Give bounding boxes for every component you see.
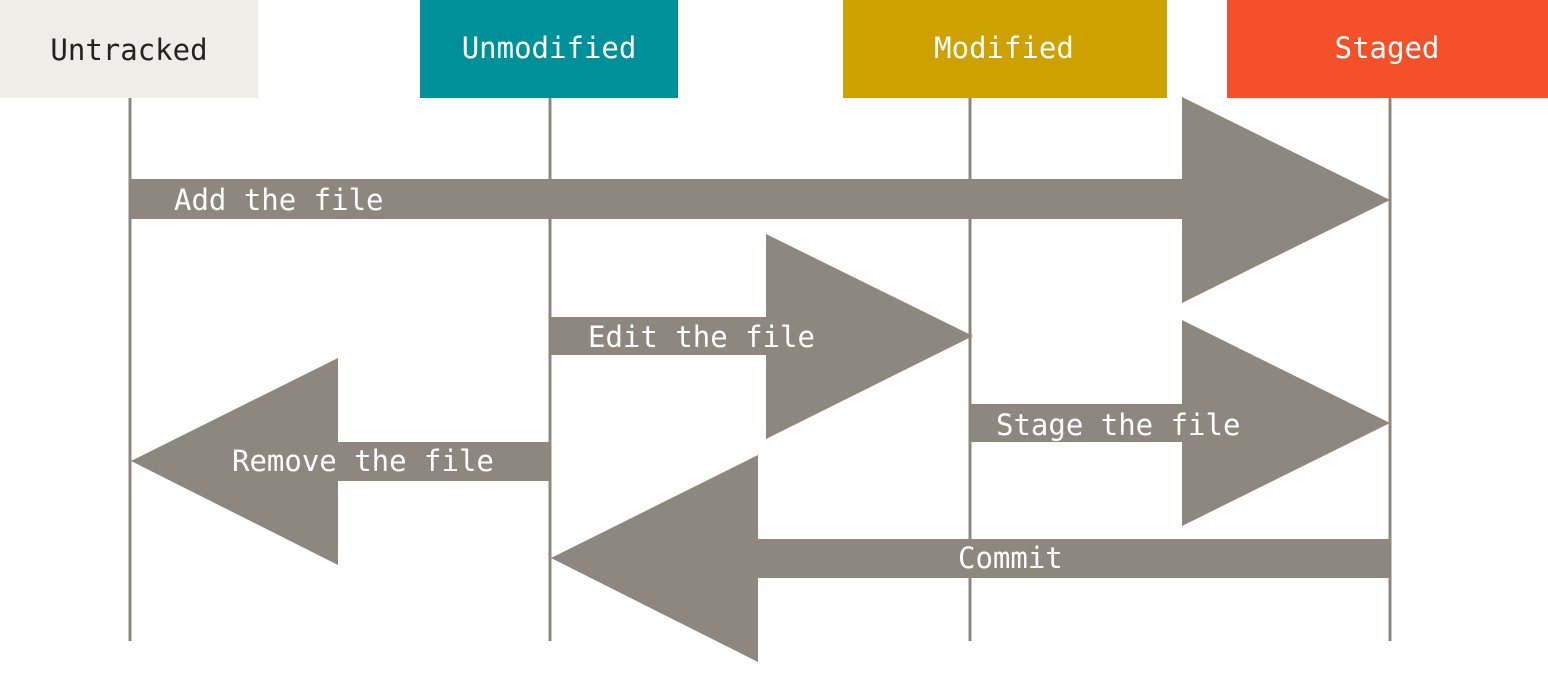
state-modified-box bbox=[843, 0, 1167, 98]
transitions: Add the file Edit the file Remove the fi… bbox=[130, 97, 1390, 662]
add-label: Add the file bbox=[174, 183, 384, 217]
state-staged: Staged bbox=[1227, 0, 1548, 98]
remove-label: Remove the file bbox=[232, 444, 494, 478]
state-modified: Modified bbox=[843, 0, 1167, 98]
transition-add: Add the file bbox=[130, 97, 1390, 303]
state-unmodified: Unmodified bbox=[420, 0, 678, 98]
commit-arrow bbox=[551, 455, 1390, 662]
state-untracked: Untracked bbox=[0, 0, 258, 98]
state-modified-label: Modified bbox=[934, 31, 1074, 65]
state-untracked-label: Untracked bbox=[50, 33, 207, 67]
transition-edit: Edit the file bbox=[550, 234, 973, 439]
state-unmodified-label: Unmodified bbox=[462, 31, 637, 65]
state-staged-box bbox=[1227, 0, 1548, 98]
state-untracked-box bbox=[0, 0, 258, 98]
remove-arrow bbox=[131, 358, 550, 565]
add-arrow bbox=[130, 97, 1390, 303]
state-unmodified-box bbox=[420, 0, 678, 98]
stage-arrow bbox=[970, 320, 1390, 526]
commit-label: Commit bbox=[958, 541, 1063, 575]
transition-commit: Commit bbox=[551, 455, 1390, 662]
edit-arrow bbox=[550, 234, 973, 439]
edit-label: Edit the file bbox=[588, 320, 815, 354]
transition-stage: Stage the file bbox=[970, 320, 1390, 526]
stage-label: Stage the file bbox=[996, 408, 1240, 442]
transition-remove: Remove the file bbox=[131, 358, 550, 565]
state-staged-label: Staged bbox=[1335, 31, 1440, 65]
state-headers: Untracked Unmodified Modified Staged bbox=[0, 0, 1548, 98]
